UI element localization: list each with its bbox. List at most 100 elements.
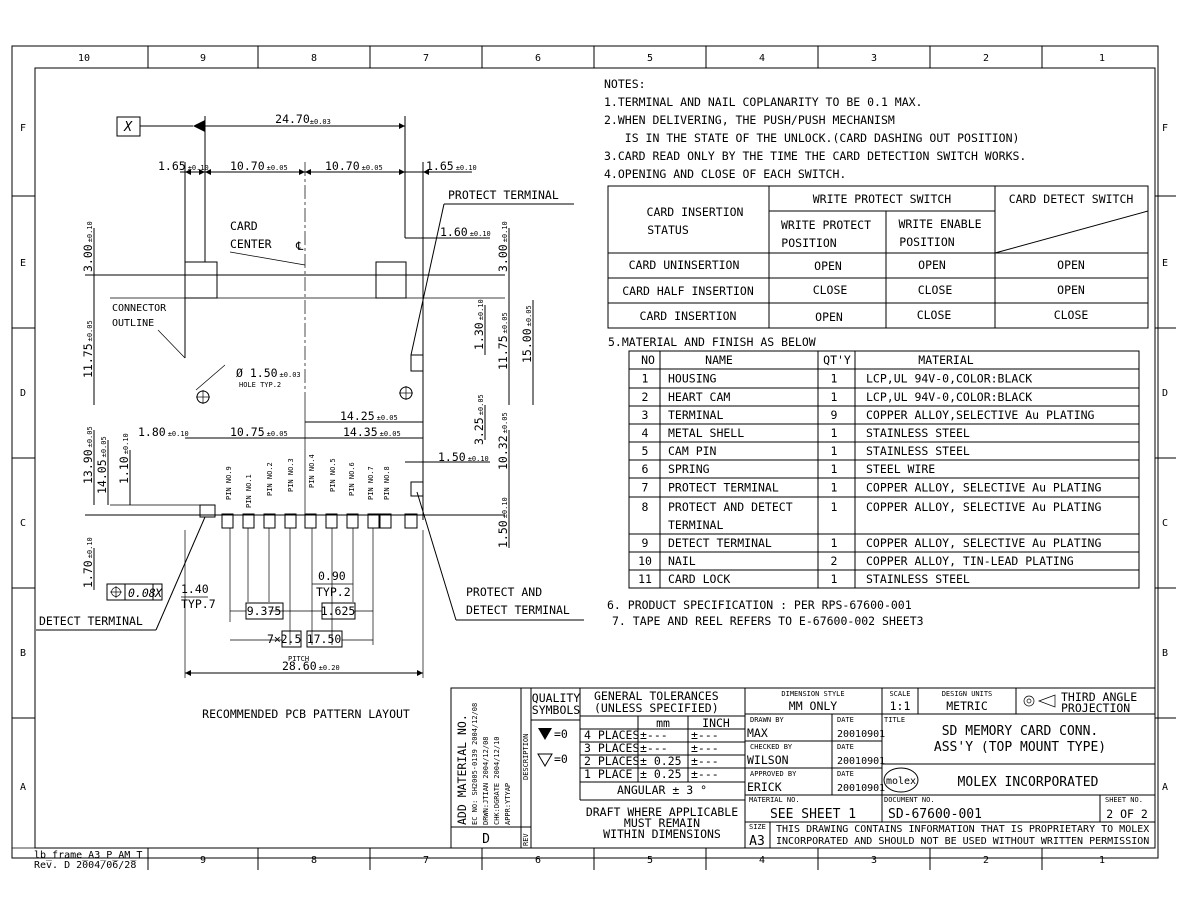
dim-1-80: 1.80±0.10 [138,425,189,439]
dim-1-65: 1.65±0.10 [426,159,477,173]
mat-qty: 1 [831,500,838,514]
switch-cell: OPEN [1057,258,1085,272]
draft-note: WITHIN DIMENSIONS [603,827,721,841]
mat-material: COPPER ALLOY,SELECTIVE Au PLATING [866,408,1095,422]
zone-col: 9 [200,53,206,64]
mat-qty: 1 [831,462,838,476]
zone-col: 4 [759,855,765,866]
mat-qty: 1 [831,536,838,550]
size-label: SIZE [749,823,766,831]
zone-row: F [20,123,26,134]
note-line: 4.OPENING AND CLOSE OF EACH SWITCH. [604,167,846,181]
mat-no: 3 [642,408,649,422]
pin-label: PIN NO.9 [225,466,233,500]
mat-qty: 9 [831,408,838,422]
switch-cell: CLOSE [1054,308,1089,322]
scale-label: SCALE [889,690,910,698]
document-no-label: DOCUMENT NO. [884,796,935,804]
molex-logo-icon [883,767,919,793]
dim-0-90: 0.90 [318,569,346,583]
pin-label: PIN NO.1 [245,474,253,508]
mat-no: 8 [642,500,649,514]
mat-qty: 1 [831,372,838,386]
design-units-label: DESIGN UNITS [942,690,993,698]
dim-15-00: 15.00±0.05 [520,305,534,363]
switch-cell: OPEN [918,258,946,272]
mat-no: 11 [638,572,652,586]
approved-by: ERICK [747,780,782,794]
mat-no: 6 [642,462,649,476]
scale: 1:1 [890,699,911,713]
rev-letter: D [482,832,490,847]
zone-col: 6 [535,53,541,64]
pitch-count: 7× [267,632,281,646]
dim-1-50: 1.50±0.10 [496,497,510,548]
zone-col: 1 [1099,855,1105,866]
dim-14-25: 14.25±0.05 [340,409,398,423]
note-line: 1.TERMINAL AND NAIL COPLANARITY TO BE 0.… [604,95,923,109]
tol-mm: ± 0.25 [640,767,682,781]
mat-name: TERMINAL [668,518,723,532]
zone-col: 4 [759,53,765,64]
dim-1-30: 1.30±0.10 [472,299,486,350]
mat-material: STAINLESS STEEL [866,444,970,458]
wp-sub: POSITION [781,236,836,250]
mat-material: COPPER ALLOY, SELECTIVE Au PLATING [866,481,1101,495]
date: 20010901 [837,756,885,767]
tol-inch: ±--- [691,728,719,742]
title-block: ADD MATERIAL NO. EC NO: SH2005-0139 2004… [450,687,1156,849]
dim-10-75: 10.75±0.05 [230,425,288,439]
tol-mm: ±--- [640,741,668,755]
notes: NOTES: 1.TERMINAL AND NAIL COPLANARITY T… [604,77,1026,628]
mat-no: 9 [642,536,649,550]
note-line: IS IN THE STATE OF THE UNLOCK.(CARD DASH… [604,131,1019,145]
mat-name: NAIL [668,554,696,568]
projection-icon [1023,695,1035,707]
fcf-tolerance: 0.08 [128,586,156,600]
cd-header: CARD DETECT SWITCH [1009,192,1134,206]
mat-header: NAME [705,353,733,367]
zone-col: 5 [647,855,653,866]
zone-col: 5 [647,53,653,64]
mat-name: HOUSING [668,372,717,386]
status-header: STATUS [647,223,689,237]
draft-note: DRAFT WHERE APPLICABLE [586,805,738,819]
dim-24-70: 24.70±0.03 [275,112,331,126]
wp-header: WRITE PROTECT SWITCH [813,192,952,206]
hole-label: HOLE TYP.2 [239,381,281,389]
zone-col: 8 [311,855,317,866]
pitch-label: PITCH [288,655,309,663]
dim-10-32: 10.32±0.05 [496,412,510,470]
typ-7: TYP.7 [181,597,216,611]
draft-note: MUST REMAIN [624,816,700,830]
wp-sub: POSITION [899,235,954,249]
zone-col: 9 [200,855,206,866]
dim-9-375: 9.375 [247,604,282,618]
label-card-center: CARD [230,219,258,233]
frame-rev: Rev. D 2004/06/28 [34,860,136,871]
mat-header: MATERIAL [918,353,973,367]
mat-no: 4 [642,426,649,440]
mat-material: COPPER ALLOY, SELECTIVE Au PLATING [866,536,1101,550]
zone-row: E [1162,258,1168,269]
pin-label: PIN NO.4 [308,454,316,488]
zone-row: D [1162,388,1168,399]
title-label: TITLE [884,716,905,724]
pin-label: PIN NO.5 [329,458,337,492]
dim-style: MM ONLY [789,699,838,713]
mat-qty: 1 [831,426,838,440]
zone-col: 7 [423,53,429,64]
dim-11-75: 11.75±0.05 [496,312,510,370]
drawing-title: ASS'Y (TOP MOUNT TYPE) [934,740,1106,755]
mat-material: LCP,UL 94V-0,COLOR:BLACK [866,390,1032,404]
zone-col: 2 [983,855,989,866]
quality-symbol-icon [538,728,552,740]
note-7: 7. TAPE AND REEL REFERS TO E-67600-002 S… [612,614,924,628]
revision-line: EC NO: SH2005-0139 2004/12/08 [471,703,479,825]
zone-col: 1 [1099,53,1105,64]
mat-qty: 1 [831,390,838,404]
mat-qty: 1 [831,481,838,495]
dim-style-label: DIMENSION STYLE [781,690,844,698]
